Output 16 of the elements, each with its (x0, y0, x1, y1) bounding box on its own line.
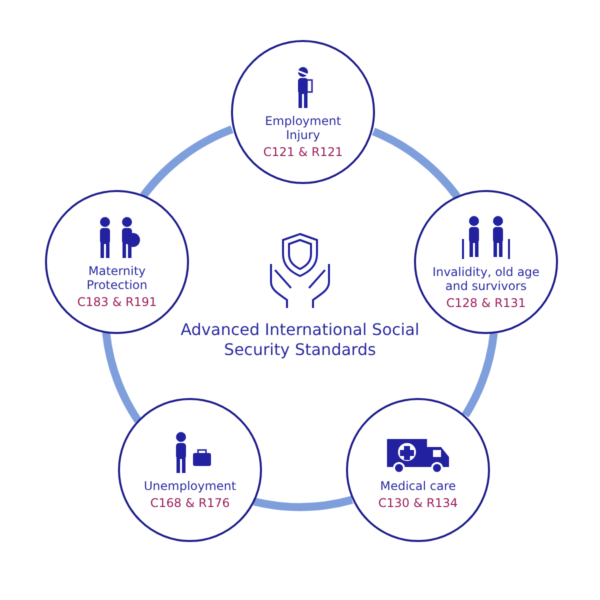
ring-connector (254, 496, 353, 511)
topic-label: Invalidity, old age and survivors (431, 264, 541, 292)
topic-label: Unemployment (144, 478, 236, 492)
ring-connector (462, 332, 498, 418)
standard-code: C128 & R131 (446, 296, 526, 310)
standard-code: C183 & R191 (77, 294, 157, 308)
topic-label: Maternity Protection (86, 264, 148, 292)
topic-label: Medical care (380, 478, 456, 492)
ring-connector (102, 332, 142, 423)
ring-connector (372, 128, 460, 200)
ring-connector (140, 126, 234, 198)
center-title: Advanced International Social Security Standards (180, 320, 420, 360)
standard-code: C168 & R176 (150, 496, 230, 510)
standard-code: C130 & R134 (378, 496, 458, 510)
standard-code: C121 & R121 (263, 144, 343, 158)
topic-label: Employment Injury (264, 114, 342, 142)
